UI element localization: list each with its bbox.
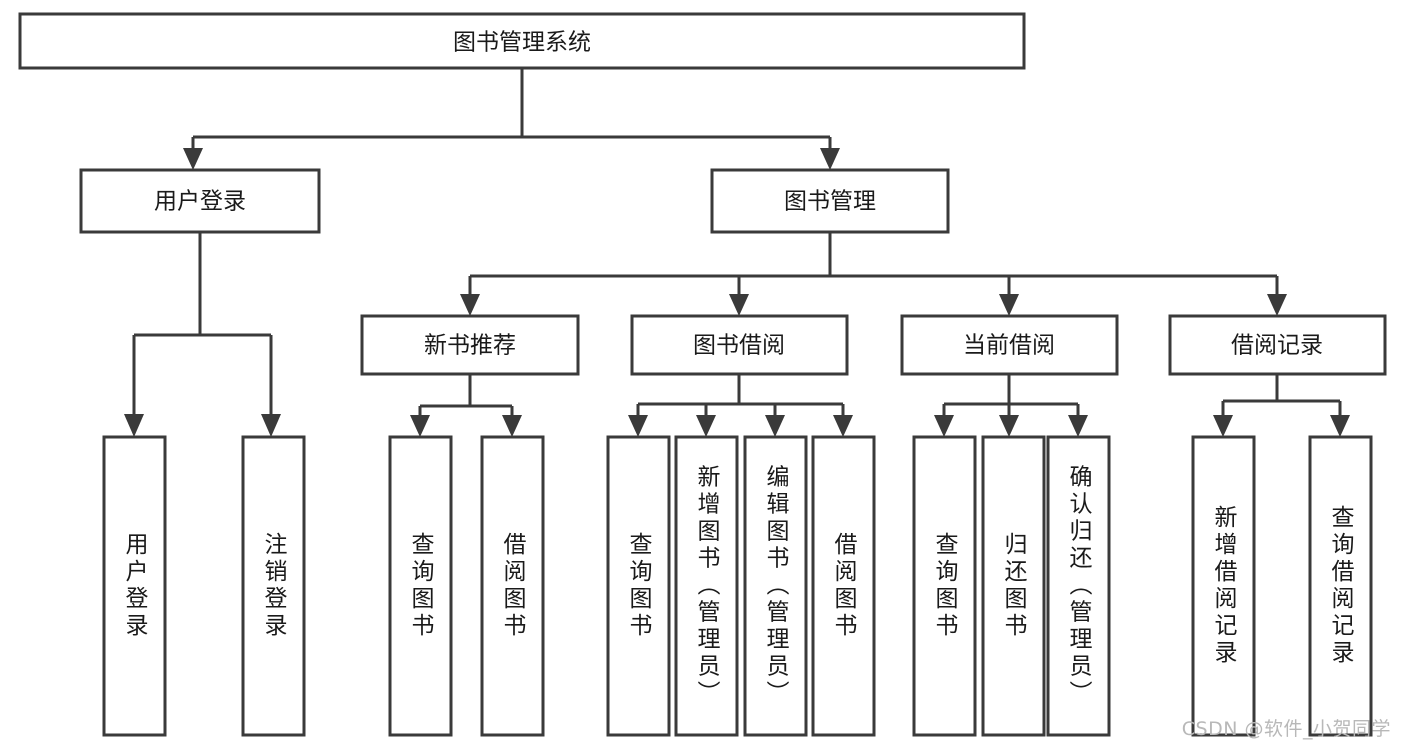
node-borrow-record[interactable]: 借阅记录	[1168, 314, 1387, 376]
node-root[interactable]: 图书管理系统	[18, 12, 1026, 70]
leaf-user-login[interactable]: 用户登录	[102, 435, 167, 737]
node-user-login[interactable]: 用户登录	[79, 168, 321, 234]
leaf-confirm-return[interactable]: 确认归还（管理员）	[1046, 435, 1111, 737]
connector-book-manage-trunk	[468, 232, 1279, 297]
leaf-add-book-label: 新增图书（管理员）	[693, 465, 721, 708]
arrow-to-leaf-add-book	[696, 415, 716, 437]
leaf-return-book-label: 归还图书	[1000, 532, 1028, 640]
arrow-to-leaf-borrow-book-2	[833, 415, 853, 437]
leaf-query-record-box[interactable]	[1308, 435, 1373, 737]
leaf-add-book[interactable]: 新增图书（管理员）	[674, 435, 739, 737]
leaf-add-record[interactable]: 新增借阅记录	[1191, 435, 1256, 737]
node-book-manage-box[interactable]	[710, 168, 950, 234]
leaf-edit-book[interactable]: 编辑图书（管理员）	[743, 435, 808, 737]
connector-user-login-trunk	[132, 232, 273, 417]
leaf-confirm-return-box[interactable]	[1046, 435, 1111, 737]
leaf-borrow-book-2[interactable]: 借阅图书	[811, 435, 876, 737]
arrow-to-leaf-user-login	[124, 414, 144, 437]
leaf-query-book-2[interactable]: 查询图书	[606, 435, 671, 737]
leaf-query-book-2-box[interactable]	[606, 435, 671, 737]
arrow-to-leaf-return-book	[999, 415, 1019, 437]
leaf-user-logout[interactable]: 注销登录	[241, 435, 306, 737]
node-new-book-recommend[interactable]: 新书推荐	[360, 314, 580, 376]
arrow-to-leaf-query-book-3	[934, 415, 954, 437]
leaf-return-book-box[interactable]	[981, 435, 1046, 737]
leaf-query-book-2-label: 查询图书	[625, 532, 653, 640]
leaf-borrow-book-1-box[interactable]	[480, 435, 545, 737]
arrow-to-current-borrow	[999, 294, 1019, 316]
arrow-to-leaf-add-record	[1213, 415, 1233, 437]
node-new-book-recommend-box[interactable]	[360, 314, 580, 376]
leaf-user-login-label: 用户登录	[121, 532, 149, 640]
leaf-user-logout-box[interactable]	[241, 435, 306, 737]
arrow-to-book-borrow	[729, 294, 749, 316]
node-user-login-box[interactable]	[79, 168, 321, 234]
node-book-borrow-label: 图书借阅	[693, 333, 785, 359]
leaf-return-book[interactable]: 归还图书	[981, 435, 1046, 737]
leaf-borrow-book-2-box[interactable]	[811, 435, 876, 737]
node-user-login-label: 用户登录	[154, 189, 246, 215]
node-current-borrow[interactable]: 当前借阅	[900, 314, 1119, 376]
arrow-to-leaf-user-logout	[261, 414, 281, 437]
arrow-to-leaf-confirm-return	[1068, 415, 1088, 437]
node-new-book-recommend-label: 新书推荐	[424, 333, 516, 359]
node-root-label: 图书管理系统	[453, 30, 591, 56]
node-book-manage[interactable]: 图书管理	[710, 168, 950, 234]
connector-root-trunk	[191, 68, 832, 151]
arrow-to-leaf-query-record	[1330, 415, 1350, 437]
leaf-user-logout-label: 注销登录	[260, 532, 288, 640]
leaf-confirm-return-label: 确认归还（管理员）	[1065, 465, 1093, 708]
leaf-query-book-1-box[interactable]	[388, 435, 453, 737]
leaf-query-book-3-label: 查询图书	[931, 532, 959, 640]
leaf-user-login-box[interactable]	[102, 435, 167, 737]
connector-borrow-record-trunk	[1221, 374, 1342, 418]
arrow-to-leaf-edit-book	[765, 415, 785, 437]
leaf-edit-book-label: 编辑图书（管理员）	[762, 465, 790, 708]
leaf-add-record-box[interactable]	[1191, 435, 1256, 737]
connector-new-book-recommend-trunk	[418, 374, 514, 418]
node-book-borrow-box[interactable]	[630, 314, 849, 376]
arrow-to-leaf-query-book-1	[410, 415, 430, 437]
arrow-to-book-manage	[820, 148, 840, 170]
leaf-query-book-3-box[interactable]	[912, 435, 977, 737]
connector-layer	[124, 68, 1350, 437]
leaf-add-book-box[interactable]	[674, 435, 739, 737]
leaf-borrow-book-2-label: 借阅图书	[830, 532, 858, 640]
node-current-borrow-box[interactable]	[900, 314, 1119, 376]
arrow-to-borrow-record	[1267, 294, 1287, 316]
arrow-to-leaf-query-book-2	[628, 415, 648, 437]
leaf-query-book-1-label: 查询图书	[407, 532, 435, 640]
connector-book-borrow-trunk	[636, 374, 845, 418]
node-borrow-record-box[interactable]	[1168, 314, 1387, 376]
leaf-query-record[interactable]: 查询借阅记录	[1308, 435, 1373, 737]
node-root-box[interactable]	[18, 12, 1026, 70]
leaf-borrow-book-1-label: 借阅图书	[499, 532, 527, 640]
leaf-query-book-3[interactable]: 查询图书	[912, 435, 977, 737]
connector-current-borrow-trunk	[942, 374, 1080, 418]
arrow-to-new-book-recommend	[460, 294, 480, 316]
leaf-query-record-label: 查询借阅记录	[1327, 505, 1355, 667]
node-book-borrow[interactable]: 图书借阅	[630, 314, 849, 376]
leaf-query-book-1[interactable]: 查询图书	[388, 435, 453, 737]
node-current-borrow-label: 当前借阅	[963, 333, 1055, 359]
leaf-add-record-label: 新增借阅记录	[1210, 505, 1238, 667]
leaf-borrow-book-1[interactable]: 借阅图书	[480, 435, 545, 737]
arrow-to-leaf-borrow-book-1	[502, 415, 522, 437]
arrow-to-user-login	[183, 148, 203, 170]
node-borrow-record-label: 借阅记录	[1231, 333, 1323, 359]
leaf-edit-book-box[interactable]	[743, 435, 808, 737]
node-book-manage-label: 图书管理	[784, 189, 876, 215]
